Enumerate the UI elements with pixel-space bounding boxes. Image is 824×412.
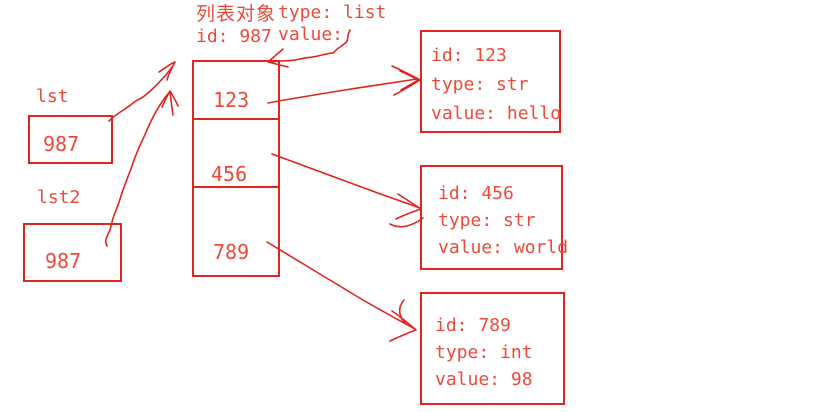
object-456-type: type: str xyxy=(438,210,536,231)
arrow-cell-123-to-object-123 xyxy=(267,65,421,104)
arrow-line xyxy=(108,66,173,122)
arrow-line xyxy=(266,241,416,330)
object-123-value: value: hello xyxy=(431,103,562,124)
list-cell-456: 456 xyxy=(211,162,248,186)
arrow-cell-456-to-object-456 xyxy=(271,153,424,228)
list-object-value-label: value: xyxy=(278,24,344,45)
list-cell-789: 789 xyxy=(213,240,250,264)
arrow-head-curl xyxy=(398,299,407,325)
list-object-id-label: id: 987 xyxy=(196,26,272,47)
variable-box-lst: 987 xyxy=(28,115,113,164)
list-box: 123 456 789 xyxy=(192,60,280,277)
object-789-id: id: 789 xyxy=(435,315,511,336)
object-box-123: id: 123 type: str value: hello xyxy=(420,30,561,133)
arrow-head xyxy=(161,90,179,116)
list-cell-divider-1 xyxy=(193,118,279,120)
list-cell-123: 123 xyxy=(213,88,250,112)
variable-name-lst2: lst2 xyxy=(37,187,81,208)
list-object-type-label: type: list xyxy=(278,2,387,23)
variable-name-lst: lst xyxy=(36,86,69,107)
arrow-head xyxy=(389,310,417,342)
object-box-456: id: 456 type: str value: world xyxy=(420,165,569,270)
arrow-lst-to-list-box xyxy=(108,61,176,122)
object-123-type: type: str xyxy=(431,74,529,95)
variable-value-lst2: 987 xyxy=(45,249,82,273)
list-object-title: 列表对象 xyxy=(196,3,277,25)
arrow-head xyxy=(158,61,176,81)
list-cell-divider-2 xyxy=(193,186,279,188)
object-456-id: id: 456 xyxy=(438,183,514,204)
arrow-cell-789-to-object-789 xyxy=(266,241,417,342)
object-789-value: value: 98 xyxy=(435,369,533,390)
arrow-head xyxy=(391,65,421,96)
object-box-789: id: 789 type: int value: 98 xyxy=(420,292,565,405)
object-123-id: id: 123 xyxy=(431,45,507,66)
arrow-head-curl xyxy=(389,217,424,228)
variable-box-lst2: 987 xyxy=(23,223,122,282)
arrow-head xyxy=(395,193,422,220)
object-456-value: value: world xyxy=(438,237,569,258)
object-789-type: type: int xyxy=(435,342,533,363)
arrow-line xyxy=(271,153,421,209)
arrow-line xyxy=(267,78,418,104)
variable-value-lst: 987 xyxy=(43,132,80,156)
